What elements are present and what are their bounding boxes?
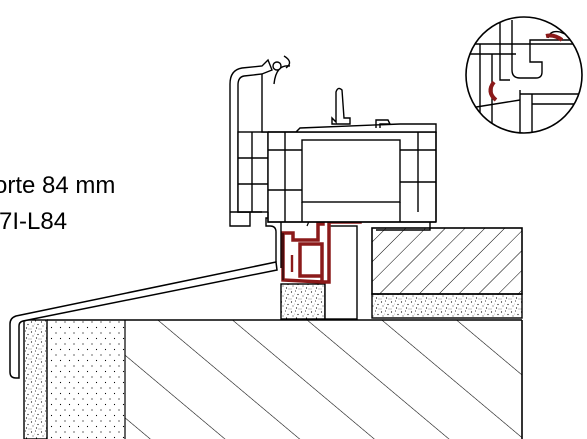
interior-block: [371, 227, 523, 295]
window-frame-profile: [229, 55, 437, 231]
window-sill: [9, 261, 278, 379]
screed-strip: [371, 293, 523, 319]
render-strip: [23, 319, 48, 439]
caption-line-2: 7I-L84: [0, 208, 68, 235]
caption-line-1: orte 84 mm: [0, 172, 116, 199]
detail-callout-circle: [465, 16, 583, 134]
sill-upstand: [265, 217, 282, 268]
insulation-layer: [47, 319, 126, 439]
wall-masonry: [125, 319, 523, 439]
